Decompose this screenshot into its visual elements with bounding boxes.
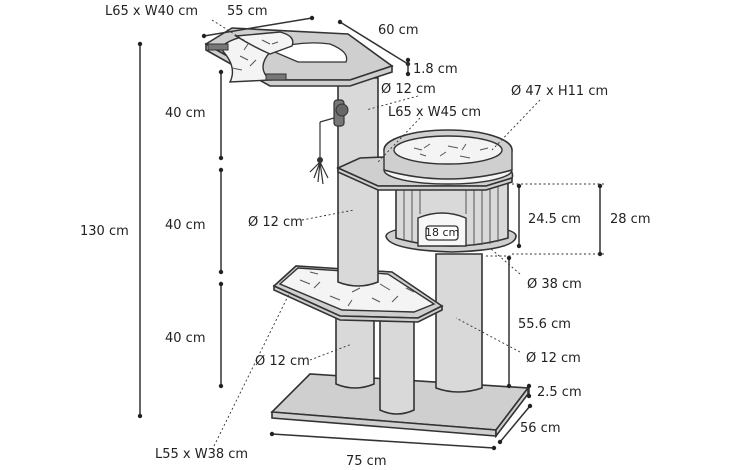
lower-platform [272,265,444,323]
label-top-platform-size: L65 x W40 cm [105,4,198,19]
label-middle-post-diameter: Ø 12 cm [248,215,303,230]
label-upper-post-diameter: Ø 12 cm [381,82,436,97]
label-cave-outer-height: 28 cm [610,212,651,227]
label-top-thickness: 1.8 cm [413,62,458,77]
label-cave-inner-height: 24.5 cm [528,212,581,227]
label-top-depth: 60 cm [378,23,419,38]
dimension-lines [137,15,604,451]
label-lower-platform-size: L55 x W38 cm [155,447,248,462]
top-platform [204,27,394,87]
label-cave-opening: 18 cm [425,226,459,239]
label-total-height: 130 cm [80,224,129,239]
label-top-width: 55 cm [227,4,268,19]
label-base-thickness: 2.5 cm [537,385,582,400]
dangling-toy [309,99,349,185]
label-right-post-diameter: Ø 12 cm [526,351,581,366]
lower-post-back [379,317,415,415]
label-height-section-1: 40 cm [165,106,206,121]
leader-lines [211,19,541,447]
label-bed-size: Ø 47 x H11 cm [511,84,608,99]
label-base-width: 75 cm [346,454,387,469]
lower-post-left [335,315,375,389]
label-height-section-3: 40 cm [165,331,206,346]
right-post [435,253,483,393]
label-cave-diameter: Ø 38 cm [527,277,582,292]
label-lower-post-diameter: Ø 12 cm [255,354,310,369]
dimension-labels: L65 x W40 cm 55 cm 60 cm 1.8 cm Ø 12 cm … [80,4,651,469]
main-post [337,77,379,287]
label-right-post-height: 55.6 cm [518,317,571,332]
cat-cave [385,179,517,253]
label-middle-platform-size: L65 x W45 cm [388,105,481,120]
round-bed [383,129,513,185]
label-height-section-2: 40 cm [165,218,206,233]
label-base-depth: 56 cm [520,421,561,436]
